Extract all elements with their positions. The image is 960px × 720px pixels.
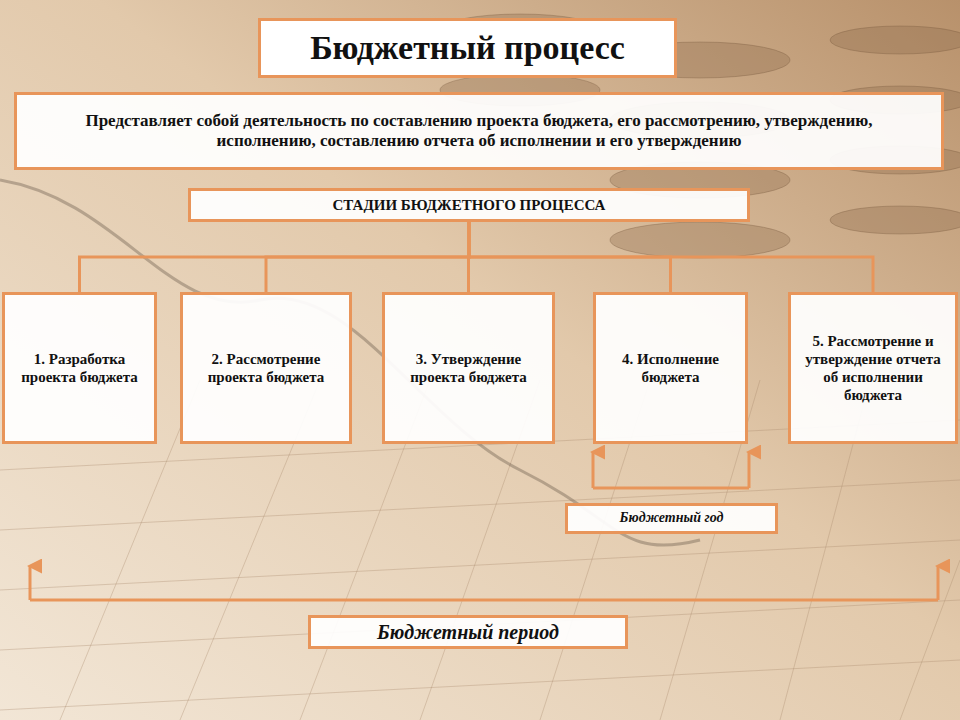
grid-lines: [0, 420, 960, 710]
stage-box: 3. Утверждение проекта бюджета: [382, 292, 555, 444]
budget-year-bracket: [593, 452, 749, 488]
connector-line: [469, 222, 671, 292]
title-box: Бюджетный процесс: [258, 18, 677, 78]
stages-header: СТАДИИ БЮДЖЕТНОГО ПРОЦЕССА: [188, 188, 750, 222]
period-label-box: Бюджетный период: [308, 615, 628, 649]
stage-box: 2. Рассмотрение проекта бюджета: [180, 292, 352, 444]
page-title: Бюджетный процесс: [310, 29, 625, 67]
node-text: 1. Разработка проекта бюджета: [13, 350, 146, 386]
coin: [830, 206, 960, 234]
bracket-line: [593, 487, 749, 490]
coin: [830, 26, 960, 54]
stage-box: 4. Исполнение бюджета: [593, 292, 748, 444]
connector-line: [80, 222, 470, 292]
coin: [610, 222, 790, 258]
connector-line: [467, 222, 471, 292]
connector-line: [266, 222, 469, 292]
node-text: Представляет собой деятельность по соста…: [77, 111, 881, 152]
node-text: 2. Рассмотрение проекта бюджета: [191, 350, 341, 386]
connector-line: [469, 222, 873, 292]
node-text: СТАДИИ БЮДЖЕТНОГО ПРОЦЕССА: [333, 196, 606, 214]
bracket-arrow: [748, 452, 751, 488]
node-text: 3. Утверждение проекта бюджета: [393, 350, 544, 386]
bracket-arrow: [29, 566, 32, 600]
node-text: Бюджетный год: [620, 510, 724, 527]
bracket-arrow: [592, 452, 595, 488]
bracket-arrow: [937, 566, 940, 600]
stage-box: 5. Рассмотрение и утверждение отчета об …: [788, 292, 958, 444]
definition-box: Представляет собой деятельность по соста…: [14, 92, 944, 170]
node-text: 4. Исполнение бюджета: [604, 350, 737, 386]
period-label-box: Бюджетный год: [565, 503, 778, 534]
bracket-line: [30, 599, 938, 602]
budget-period-bracket: [30, 566, 938, 600]
stage-box: 1. Разработка проекта бюджета: [2, 292, 157, 444]
node-text: Бюджетный период: [377, 620, 559, 644]
node-text: 5. Рассмотрение и утверждение отчета об …: [799, 332, 947, 404]
